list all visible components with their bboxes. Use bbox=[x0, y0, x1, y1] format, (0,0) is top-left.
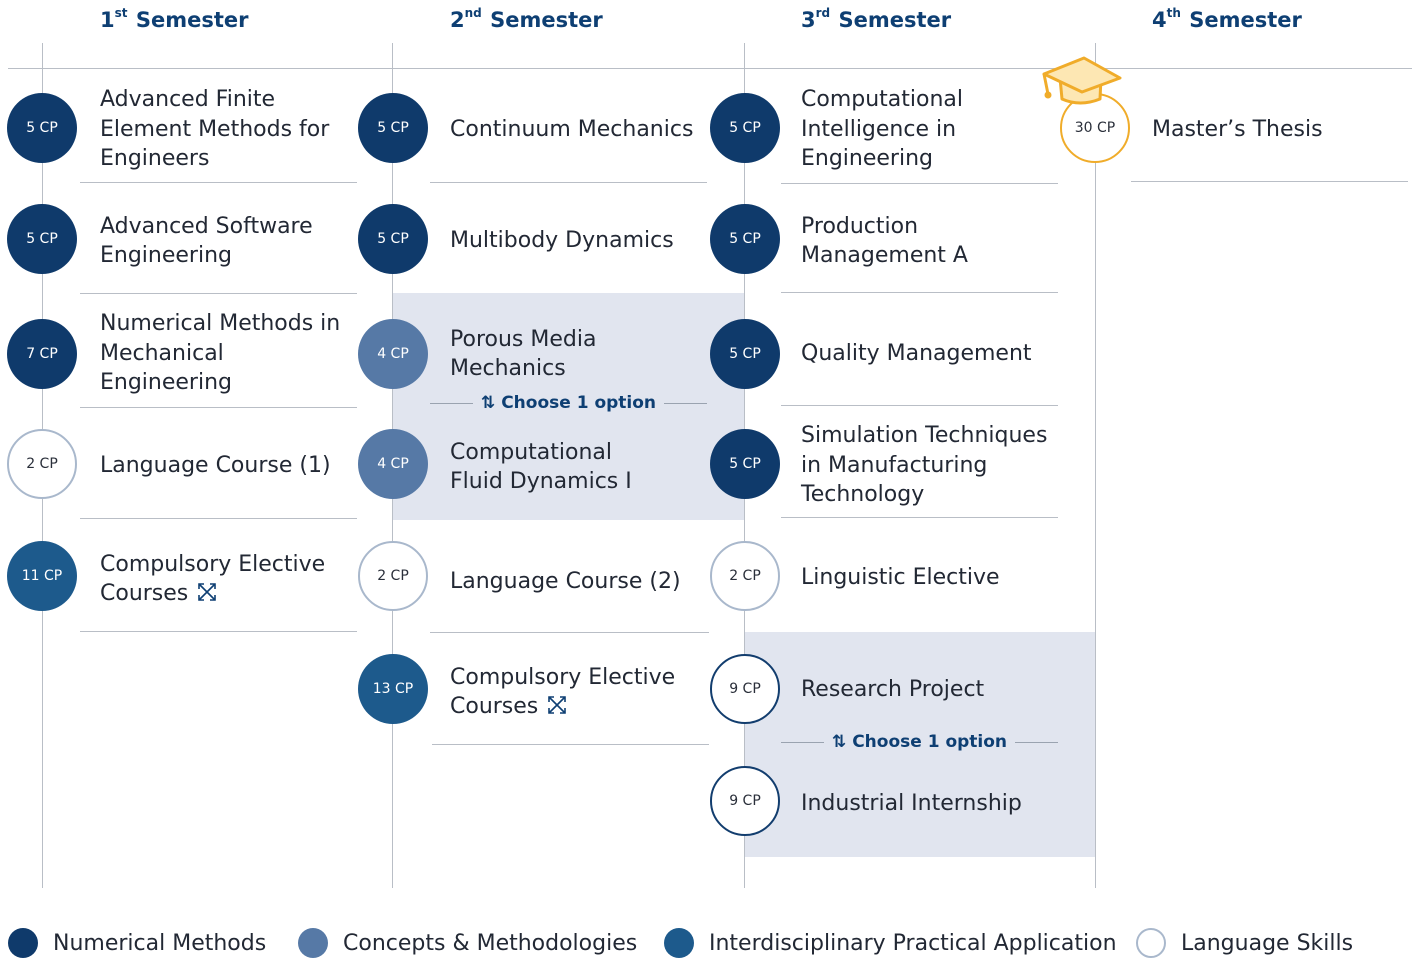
cp-badge: 4 CP bbox=[358, 319, 428, 389]
row-divider bbox=[80, 518, 357, 519]
course-computational-fluid-dynamics[interactable]: Computational Fluid Dynamics I bbox=[450, 439, 632, 495]
row-divider bbox=[781, 183, 1058, 184]
course-language-1[interactable]: Language Course (1) bbox=[100, 453, 331, 479]
course-linguistic-elective[interactable]: Linguistic Elective bbox=[801, 565, 1000, 591]
timeline-semester-4 bbox=[1095, 43, 1096, 888]
choose-option-divider: ⇅Choose 1 option bbox=[430, 393, 707, 413]
legend-swatch bbox=[1136, 928, 1166, 958]
course-continuum-mechanics[interactable]: Continuum Mechanics bbox=[450, 117, 694, 143]
header-divider bbox=[8, 68, 1412, 69]
course-advanced-fem[interactable]: Advanced Finite Element Methods for Engi… bbox=[100, 87, 330, 172]
course-quality-management[interactable]: Quality Management bbox=[801, 341, 1032, 367]
swap-arrows-icon: ⇅ bbox=[480, 393, 496, 413]
row-divider bbox=[781, 405, 1058, 406]
cp-badge: 9 CP bbox=[710, 766, 780, 836]
row-divider bbox=[80, 182, 357, 183]
cp-badge: 13 CP bbox=[358, 654, 428, 724]
row-divider bbox=[80, 293, 357, 294]
course-production-management[interactable]: Production Management A bbox=[801, 213, 968, 269]
cp-badge: 2 CP bbox=[7, 429, 77, 499]
cp-badge: 5 CP bbox=[710, 93, 780, 163]
row-divider bbox=[80, 407, 357, 408]
legend-language-skills: Language Skills bbox=[1136, 928, 1353, 958]
legend-swatch bbox=[8, 928, 38, 958]
legend-swatch bbox=[298, 928, 328, 958]
semester-3-header: 3rd Semester bbox=[801, 6, 952, 32]
legend-concepts-methodologies: Concepts & Methodologies bbox=[298, 928, 637, 958]
option-block-semester-3 bbox=[745, 632, 1095, 857]
row-divider bbox=[432, 744, 709, 745]
course-masters-thesis[interactable]: Master’s Thesis bbox=[1152, 117, 1323, 143]
expand-icon[interactable] bbox=[196, 581, 218, 603]
course-multibody-dynamics[interactable]: Multibody Dynamics bbox=[450, 228, 674, 254]
row-divider bbox=[430, 632, 709, 633]
legend-numerical-methods: Numerical Methods bbox=[8, 928, 266, 958]
row-divider bbox=[430, 182, 707, 183]
cp-badge: 5 CP bbox=[7, 93, 77, 163]
swap-arrows-icon: ⇅ bbox=[831, 732, 847, 752]
cp-badge: 9 CP bbox=[710, 654, 780, 724]
row-divider bbox=[781, 517, 1058, 518]
cp-badge: 5 CP bbox=[710, 204, 780, 274]
semester-2-header: 2nd Semester bbox=[450, 6, 603, 32]
course-industrial-internship[interactable]: Industrial Internship bbox=[801, 791, 1022, 817]
course-compulsory-elective-2[interactable]: Compulsory Elective Courses bbox=[450, 664, 676, 720]
semester-4-header: 4th Semester bbox=[1152, 6, 1302, 32]
course-research-project[interactable]: Research Project bbox=[801, 677, 985, 703]
cp-badge: 5 CP bbox=[358, 204, 428, 274]
course-numerical-methods[interactable]: Numerical Methods in Mechanical Engineer… bbox=[100, 311, 341, 396]
legend-swatch bbox=[664, 928, 694, 958]
semester-1-header: 1st Semester bbox=[100, 6, 249, 32]
cp-badge: 5 CP bbox=[710, 429, 780, 499]
course-advanced-software-engineering[interactable]: Advanced Software Engineering bbox=[100, 213, 313, 269]
cp-badge: 4 CP bbox=[358, 429, 428, 499]
graduation-cap-icon bbox=[1042, 56, 1122, 105]
expand-icon[interactable] bbox=[546, 694, 568, 716]
cp-badge: 2 CP bbox=[358, 541, 428, 611]
cp-badge: 5 CP bbox=[358, 93, 428, 163]
course-simulation-techniques[interactable]: Simulation Techniques in Manufacturing T… bbox=[801, 423, 1048, 508]
choose-option-divider: ⇅Choose 1 option bbox=[781, 732, 1058, 752]
cp-badge: 7 CP bbox=[7, 319, 77, 389]
cp-badge: 5 CP bbox=[7, 204, 77, 274]
row-divider bbox=[1131, 181, 1408, 182]
course-computational-intelligence[interactable]: Computational Intelligence in Engineerin… bbox=[801, 87, 964, 172]
legend-interdisciplinary: Interdisciplinary Practical Application bbox=[664, 928, 1117, 958]
cp-badge: 11 CP bbox=[7, 541, 77, 611]
option-block-semester-2 bbox=[393, 293, 745, 520]
course-compulsory-elective-1[interactable]: Compulsory Elective Courses bbox=[100, 551, 326, 607]
course-porous-media-mechanics[interactable]: Porous Media Mechanics bbox=[450, 326, 597, 382]
cp-badge: 5 CP bbox=[710, 319, 780, 389]
cp-badge: 2 CP bbox=[710, 541, 780, 611]
row-divider bbox=[781, 292, 1058, 293]
course-language-2[interactable]: Language Course (2) bbox=[450, 569, 681, 595]
row-divider bbox=[80, 631, 357, 632]
